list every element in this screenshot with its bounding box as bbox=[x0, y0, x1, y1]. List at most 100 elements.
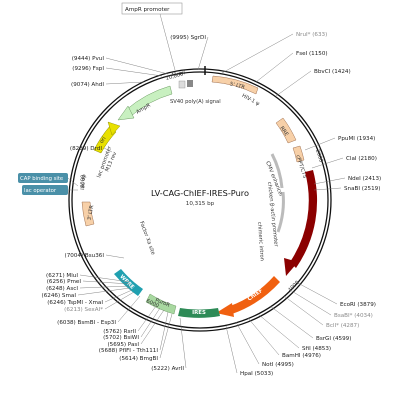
enzyme-pmei-leader bbox=[82, 280, 131, 285]
enzyme-bsrgi-leader bbox=[269, 305, 314, 339]
ampr-arrowhead bbox=[117, 105, 135, 121]
cppt-label: cPPT/CTS bbox=[294, 154, 307, 179]
cmv-enhancer-feature[interactable] bbox=[270, 153, 284, 189]
enzyme-bsabi-label[interactable]: BsaBI* (4034) bbox=[334, 313, 373, 319]
ltr5-feature[interactable] bbox=[211, 75, 259, 95]
enzyme-hpai-label[interactable]: HpaI (5033) bbox=[240, 371, 273, 377]
factor-xa-label: Factor Xa site bbox=[138, 221, 156, 256]
lac-operator-label: lac operator bbox=[24, 188, 57, 194]
cap-binding-site-label: CAP binding site bbox=[20, 176, 63, 182]
lac-operator-tag[interactable] bbox=[22, 185, 68, 195]
enzyme-fsei-label[interactable]: FseI (1150) bbox=[296, 51, 328, 57]
enzyme-rsrii-label[interactable]: (5762) RsrII bbox=[103, 329, 136, 335]
enzyme-ndei-label[interactable]: NdeI (2413) bbox=[348, 176, 381, 182]
enzyme-drdi-leader bbox=[103, 147, 113, 153]
enzyme-sgrdi-leader bbox=[197, 36, 209, 71]
enzyme-bsu36i-label[interactable]: (7004) Bsu36I bbox=[65, 253, 105, 259]
enzyme-noti-leader bbox=[235, 321, 260, 365]
enzyme-bsmbi-esp3i-label[interactable]: (6038) BsmBI - Esp3I bbox=[57, 320, 116, 326]
plasmid-size: 10,315 bp bbox=[186, 201, 215, 207]
ltr3-feature[interactable] bbox=[81, 201, 95, 227]
enzyme-pasi-label[interactable]: (5695) PasI bbox=[108, 342, 140, 348]
rre-label: RRE bbox=[278, 125, 289, 137]
enzyme-smai-label[interactable]: (6246) SmaI bbox=[42, 293, 77, 299]
rre-feature[interactable] bbox=[275, 117, 297, 144]
enzyme-drdi-label[interactable]: (8289) DrdI bbox=[70, 146, 102, 152]
enzyme-clai-label[interactable]: ClaI (2180) bbox=[346, 156, 377, 162]
enzyme-sexai-leader bbox=[104, 291, 135, 310]
enzyme-bcli-leader bbox=[283, 295, 324, 326]
ires-feature[interactable] bbox=[178, 308, 220, 318]
enzyme-noti-label[interactable]: NotI (4995) bbox=[262, 362, 294, 368]
hiv-psi-label: HIV-1 ψ bbox=[241, 93, 261, 107]
enzyme-smai-leader bbox=[77, 287, 131, 296]
ampr-promoter-tag[interactable] bbox=[121, 2, 183, 15]
enzyme-asci-label[interactable]: (6248) AscI bbox=[46, 286, 78, 292]
enzyme-sexai-label[interactable]: (6213) SexAI* bbox=[64, 307, 103, 313]
enzyme-tspmi-xmai-label[interactable]: (6246) TspMI - XmaI bbox=[47, 300, 103, 306]
enzyme-ahdi-label[interactable]: (9074) AhdI bbox=[71, 82, 104, 88]
enzyme-snabi-leader bbox=[313, 187, 342, 191]
tick-8000: 8000 bbox=[80, 175, 86, 188]
chick-promoter-feature[interactable] bbox=[276, 191, 285, 233]
chief-feature[interactable] bbox=[230, 276, 280, 314]
f1-ori-feature[interactable] bbox=[178, 80, 186, 89]
puror-feature[interactable] bbox=[145, 293, 177, 315]
enzymes-right-group: NruI* (633) FseI (1150) BbvCI (1424) PpuMI … bbox=[221, 32, 381, 377]
enzyme-ecori-label[interactable]: EcoRI (3879) bbox=[340, 302, 376, 308]
enzyme-fspi-label[interactable]: (9296) FspI bbox=[72, 66, 104, 72]
enzyme-ecori-leader bbox=[295, 281, 338, 305]
backbone-outer bbox=[68, 68, 332, 332]
ltr3-label: 3' LTR bbox=[87, 204, 96, 221]
enzyme-rsrii-leader bbox=[137, 305, 157, 332]
enzyme-bcli-label[interactable]: BclI* (4287) bbox=[326, 323, 359, 329]
ires-label: IRES bbox=[192, 310, 206, 316]
ampr-feature[interactable] bbox=[125, 85, 173, 117]
sv40-feature[interactable] bbox=[187, 80, 193, 87]
enzyme-bsrgi-label[interactable]: BsrGI (4599) bbox=[316, 336, 351, 342]
enzyme-ahdi-leader bbox=[105, 81, 145, 85]
tick-10000: 10,000 bbox=[165, 71, 184, 81]
sv40-label: SV40 poly(A) signal bbox=[170, 99, 221, 105]
enzyme-bbvci-label[interactable]: BbvCI (1424) bbox=[314, 69, 351, 75]
cap-leader bbox=[67, 177, 79, 187]
enzyme-tspmi-xmai-leader bbox=[104, 289, 133, 303]
enzyme-bsiwi-leader bbox=[140, 307, 161, 338]
enzymes-left-group: (9995) SgrDI (9444) PvuI (9296) FspI (9074)… bbox=[42, 35, 209, 372]
puror-label: PuroR bbox=[154, 297, 171, 308]
enzyme-pmei-label[interactable]: (6256) PmeI bbox=[47, 279, 82, 285]
plasmid-title: LV-CAG-ChIEF-IRES-Puro bbox=[151, 188, 249, 198]
enzyme-avrii-leader bbox=[179, 317, 187, 369]
enzyme-bsiwi-label[interactable]: (5702) BsiWI bbox=[103, 335, 139, 341]
cag-promoter-feature[interactable] bbox=[290, 170, 318, 268]
enzyme-snabi-label[interactable]: SnaBI (2519) bbox=[344, 186, 380, 192]
enzyme-fsei-leader bbox=[255, 52, 294, 83]
enzyme-bamhi-leader bbox=[247, 317, 280, 356]
enzyme-nrui-label[interactable]: NruI* (633) bbox=[296, 32, 327, 38]
enzyme-clai-leader bbox=[311, 157, 344, 169]
enzyme-sgrdi-label[interactable]: (9995) SgrDI bbox=[170, 35, 206, 41]
enzyme-nrui-leader bbox=[221, 33, 294, 74]
ori-arrowhead bbox=[107, 121, 121, 136]
enzyme-pvui-label[interactable]: (9444) PvuI bbox=[72, 56, 105, 62]
enzyme-bamhi-label[interactable]: BamHI (4976) bbox=[282, 353, 321, 359]
ori-feature[interactable] bbox=[93, 125, 117, 154]
enzyme-avrii-label[interactable]: (5222) AvrII bbox=[151, 366, 184, 372]
enzyme-pflfi-tth111i-leader bbox=[159, 311, 169, 351]
chief-arrowhead bbox=[216, 303, 234, 317]
enzyme-sfii-label[interactable]: SfiI (4853) bbox=[302, 346, 331, 352]
enzyme-pflfi-tth111i-label[interactable]: (5688) PflFI - Tth111I bbox=[99, 348, 159, 354]
backbone-inner bbox=[71, 71, 329, 329]
tick-6000: 6000 bbox=[145, 298, 160, 309]
enzyme-ndei-leader bbox=[313, 177, 346, 185]
enzyme-asci-leader bbox=[79, 285, 131, 289]
cap-binding-site-tag[interactable] bbox=[18, 173, 68, 183]
wpre-feature[interactable] bbox=[114, 269, 143, 296]
enzyme-mlui-label[interactable]: (6271) MluI bbox=[46, 273, 78, 279]
tick-2000: 2000 bbox=[314, 149, 324, 163]
enzyme-ppumi-label[interactable]: PpuMI (1934) bbox=[338, 136, 375, 142]
enzyme-bmgbi-label[interactable]: (5614) BmgBI bbox=[119, 356, 158, 362]
cppt-feature[interactable] bbox=[292, 145, 305, 163]
